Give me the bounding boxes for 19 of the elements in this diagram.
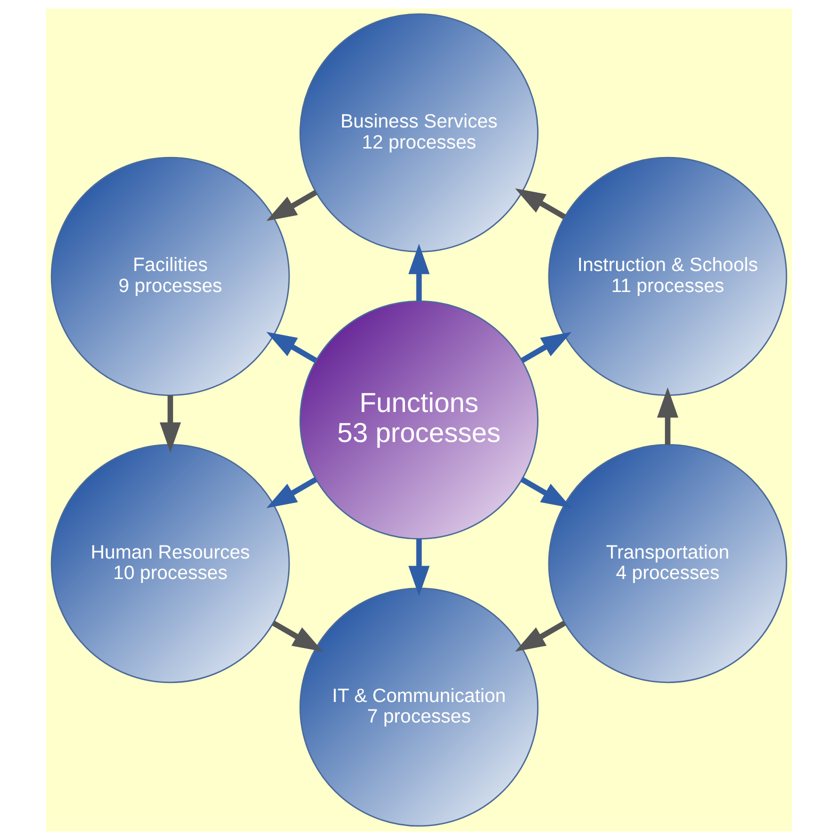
arrow — [266, 477, 317, 508]
arrow — [266, 332, 317, 363]
arrow — [408, 244, 430, 302]
arrow — [656, 387, 678, 445]
arrow — [520, 477, 572, 508]
node-circle: Functions 53 processes — [298, 300, 538, 540]
node-circle: IT & Communication 7 processes — [298, 588, 538, 827]
arrow — [159, 395, 180, 453]
arrow — [271, 620, 322, 652]
arrow — [520, 332, 572, 363]
arrow — [408, 538, 430, 596]
node-circle: Business Services 12 processes — [298, 13, 538, 252]
node-circle: Facilities 9 processes — [50, 156, 290, 396]
arrow — [266, 190, 317, 221]
node-circle: Transportation 4 processes — [548, 444, 787, 684]
arrow — [514, 188, 566, 220]
node-circle: Instruction & Schools 11 processes — [548, 156, 787, 396]
node-circle: Human Resources 10 processes — [50, 444, 290, 684]
arrow — [514, 620, 566, 652]
